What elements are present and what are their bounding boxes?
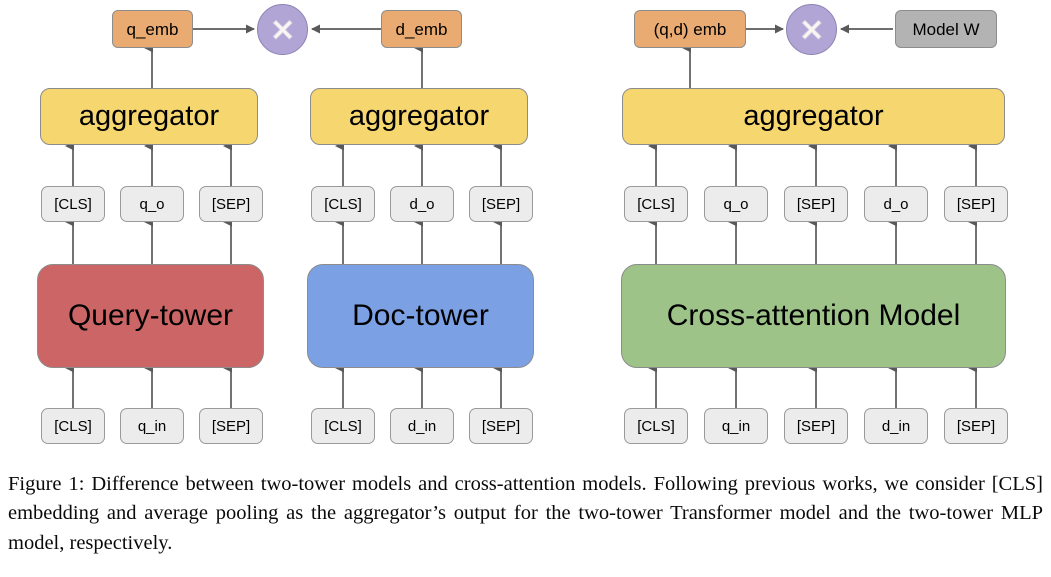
multiply-icon <box>272 19 293 40</box>
query-output-token-qo[interactable]: q_o <box>120 186 184 222</box>
cross-attention-multiply-node[interactable] <box>786 4 837 55</box>
token-label: [SEP] <box>481 195 521 213</box>
cross-embedding-label: (q,d) emb <box>653 19 727 39</box>
query-input-token-cls[interactable]: [CLS] <box>41 408 105 444</box>
multiply-icon <box>801 19 822 40</box>
token-label: [SEP] <box>796 417 836 435</box>
cross-embedding-box[interactable]: (q,d) emb <box>634 10 746 48</box>
token-label: [SEP] <box>796 195 836 213</box>
token-label: q_in <box>721 417 751 435</box>
token-label: [SEP] <box>956 417 996 435</box>
token-label: [CLS] <box>324 417 362 435</box>
token-label: [CLS] <box>54 195 92 213</box>
token-label: d_o <box>409 195 435 213</box>
token-label: [CLS] <box>637 417 675 435</box>
query-aggregator-label: aggregator <box>78 100 220 132</box>
query-tower-box[interactable]: Query-tower <box>37 264 264 368</box>
token-label: q_in <box>137 417 167 435</box>
cross-input-token-sep2[interactable]: [SEP] <box>944 408 1008 444</box>
cross-aggregator-box[interactable]: aggregator <box>622 88 1005 145</box>
cross-input-token-sep1[interactable]: [SEP] <box>784 408 848 444</box>
token-label: [SEP] <box>956 195 996 213</box>
token-label: d_in <box>881 417 911 435</box>
token-label: [CLS] <box>324 195 362 213</box>
query-input-token-sep[interactable]: [SEP] <box>199 408 263 444</box>
doc-aggregator-label: aggregator <box>348 100 490 132</box>
token-label: [CLS] <box>637 195 675 213</box>
query-aggregator-box[interactable]: aggregator <box>40 88 258 145</box>
token-label: q_o <box>139 195 165 213</box>
figure-diagram: q_emb aggregator [CLS] q_o [SEP] Query-t… <box>37 4 1008 444</box>
cross-output-token-do[interactable]: d_o <box>864 186 928 222</box>
token-label: [SEP] <box>211 417 251 435</box>
query-embedding-label: q_emb <box>126 19 179 39</box>
query-input-token-qin[interactable]: q_in <box>120 408 184 444</box>
figure-caption: Figure 1: Difference between two-tower m… <box>8 473 1043 554</box>
doc-input-token-cls[interactable]: [CLS] <box>311 408 375 444</box>
token-label: q_o <box>723 195 749 213</box>
cross-output-token-sep2[interactable]: [SEP] <box>944 186 1008 222</box>
cross-input-token-din[interactable]: d_in <box>864 408 928 444</box>
token-label: [CLS] <box>54 417 92 435</box>
token-label: [SEP] <box>481 417 521 435</box>
cross-output-token-cls[interactable]: [CLS] <box>624 186 688 222</box>
query-tower-label: Query-tower <box>67 299 234 332</box>
doc-embedding-box[interactable]: d_emb <box>381 10 462 48</box>
doc-output-token-sep[interactable]: [SEP] <box>469 186 533 222</box>
query-output-token-sep[interactable]: [SEP] <box>199 186 263 222</box>
doc-tower-label: Doc-tower <box>352 299 489 332</box>
diagram-edges <box>65 24 977 408</box>
query-embedding-box[interactable]: q_emb <box>112 10 193 48</box>
cross-input-token-qin[interactable]: q_in <box>704 408 768 444</box>
two-tower-multiply-node[interactable] <box>257 4 308 55</box>
doc-output-token-do[interactable]: d_o <box>390 186 454 222</box>
doc-input-token-din[interactable]: d_in <box>390 408 454 444</box>
token-label: d_in <box>407 417 437 435</box>
cross-output-token-qo[interactable]: q_o <box>704 186 768 222</box>
token-label: [SEP] <box>211 195 251 213</box>
doc-input-token-sep[interactable]: [SEP] <box>469 408 533 444</box>
doc-output-token-cls[interactable]: [CLS] <box>311 186 375 222</box>
token-label: d_o <box>883 195 909 213</box>
cross-attention-model-label: Cross-attention Model <box>666 299 961 332</box>
doc-aggregator-box[interactable]: aggregator <box>310 88 528 145</box>
doc-tower-box[interactable]: Doc-tower <box>307 264 534 368</box>
model-weight-label: Model W <box>912 19 980 39</box>
query-output-token-cls[interactable]: [CLS] <box>41 186 105 222</box>
doc-embedding-label: d_emb <box>395 19 448 39</box>
cross-aggregator-label: aggregator <box>743 100 884 132</box>
cross-output-token-sep1[interactable]: [SEP] <box>784 186 848 222</box>
cross-input-token-cls[interactable]: [CLS] <box>624 408 688 444</box>
cross-attention-model-box[interactable]: Cross-attention Model <box>621 264 1006 368</box>
model-weight-box[interactable]: Model W <box>895 10 997 48</box>
